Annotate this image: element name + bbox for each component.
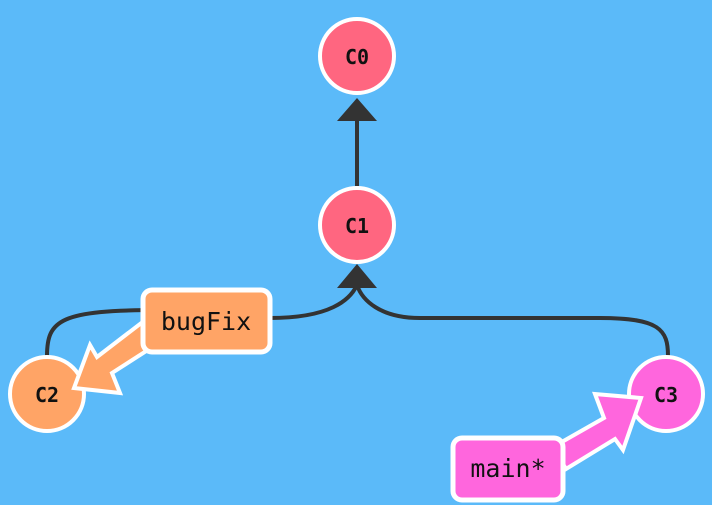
edge-c1-c0-arrowhead	[337, 98, 377, 121]
branch-main[interactable]: main*	[450, 435, 566, 503]
commit-c2[interactable]: C2	[8, 355, 86, 433]
commit-c1[interactable]: C1	[318, 186, 396, 264]
branch-bugfix[interactable]: bugFix	[140, 287, 273, 355]
commit-c3[interactable]: C3	[627, 355, 705, 433]
commit-c2-label: C2	[35, 383, 59, 407]
edge-c3-c1	[355, 284, 670, 357]
commit-c0-label: C0	[345, 45, 369, 69]
edge-c1-arrowhead	[337, 264, 377, 288]
commit-c3-label: C3	[654, 383, 678, 407]
branch-main-label: main*	[470, 454, 545, 483]
commit-c1-label: C1	[345, 214, 369, 238]
branch-bugfix-label: bugFix	[161, 307, 251, 336]
branch-main-arrow	[550, 391, 644, 472]
commit-c0[interactable]: C0	[318, 17, 396, 95]
